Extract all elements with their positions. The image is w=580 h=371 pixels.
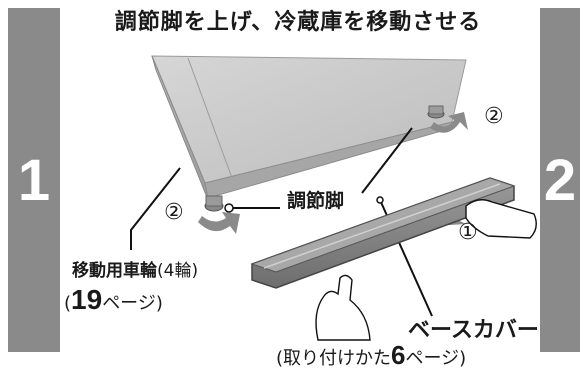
caster-label-count: (4輪) bbox=[157, 261, 199, 281]
step-marker-2-top: ② bbox=[484, 104, 504, 129]
adjust-leg-pointer bbox=[224, 203, 234, 213]
adjust-leg-label: 調節脚 bbox=[287, 190, 345, 212]
base-cover-page-ref: (取り付けかた6ページ) bbox=[276, 340, 466, 371]
caster-page-ref: (19ページ) bbox=[64, 284, 163, 316]
step-1-number: 1 bbox=[17, 147, 51, 213]
hands bbox=[315, 199, 537, 341]
base-cover bbox=[250, 177, 516, 289]
step-marker-1: ① bbox=[458, 220, 478, 245]
step-1-tab: 1 bbox=[8, 8, 60, 352]
attach-ref-open: (取り付けかた bbox=[276, 348, 392, 369]
page-title: 調節脚を上げ、冷蔵庫を移動させる bbox=[114, 10, 482, 35]
caster-label: 移動用車輪(4輪) bbox=[72, 256, 198, 281]
step-marker-2-left: ② bbox=[164, 200, 184, 225]
base-cover-label: ベースカバー bbox=[408, 318, 539, 343]
attach-ref-rest: ページ) bbox=[405, 348, 467, 369]
base-cover-pointer bbox=[376, 196, 384, 204]
caster-page-ref-open: ( bbox=[64, 293, 72, 314]
caster-label-main: 移動用車輪 bbox=[72, 261, 157, 281]
step-2-tab: 2 bbox=[540, 8, 580, 352]
caster-page-ref-rest: ページ) bbox=[102, 293, 163, 314]
attach-page-number: 6 bbox=[391, 340, 406, 370]
adjust-leg-feet bbox=[204, 105, 445, 212]
step-2-number: 2 bbox=[543, 147, 577, 213]
caster-page-number: 19 bbox=[71, 284, 103, 315]
refrigerator-body bbox=[151, 55, 467, 201]
